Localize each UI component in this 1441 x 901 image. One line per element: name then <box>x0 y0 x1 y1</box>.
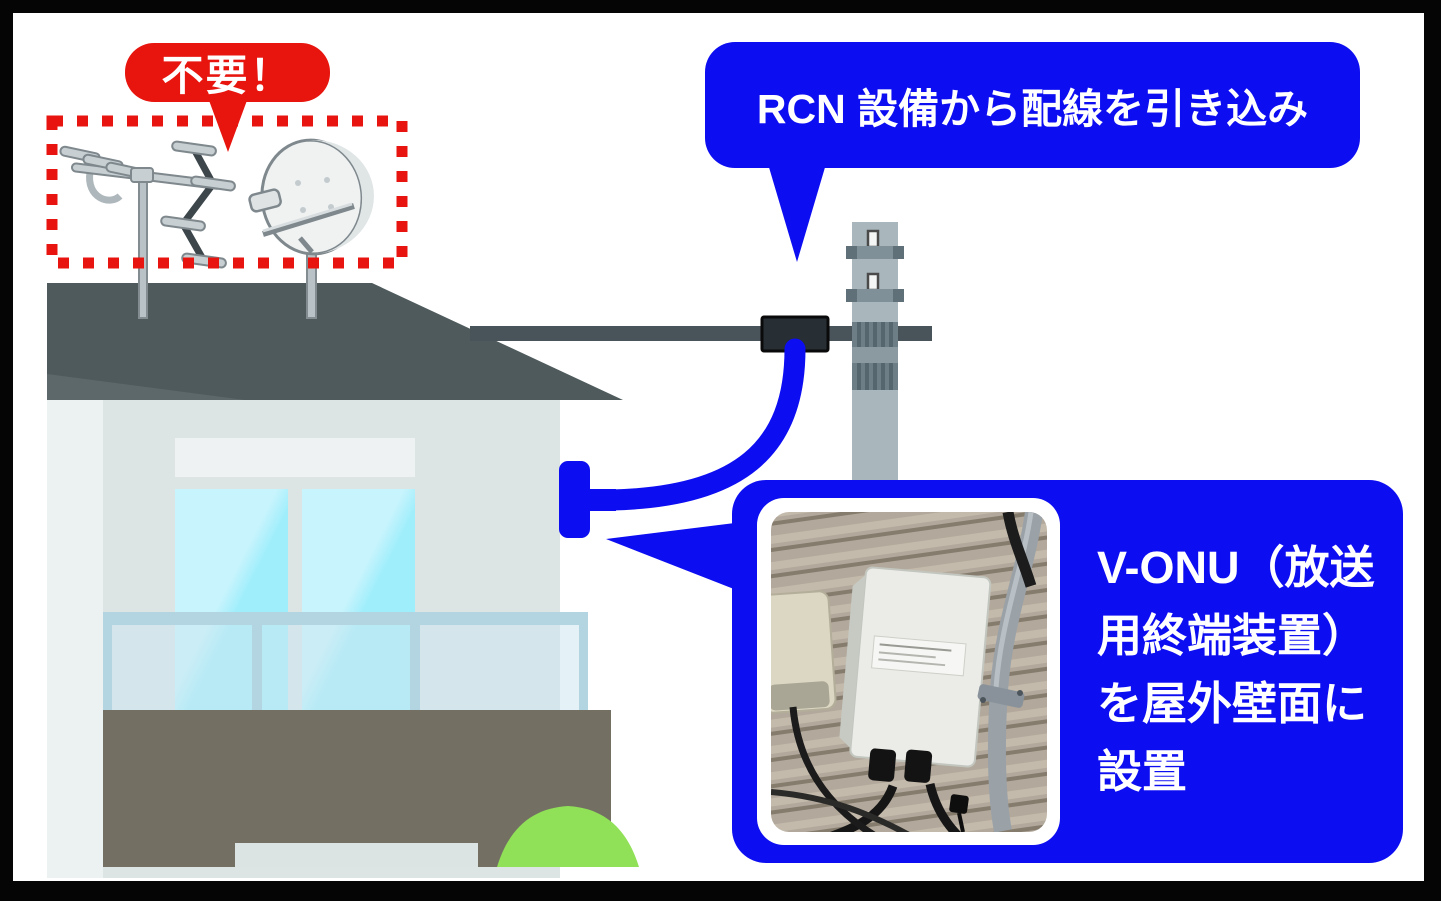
top-callout-label: RCN 設備から配線を引き込み <box>756 86 1309 132</box>
bush-icon <box>497 806 639 867</box>
photo-cable <box>789 706 884 832</box>
not-needed-badge <box>125 43 330 152</box>
top-callout-bubble <box>705 42 1360 262</box>
not-needed-badge-label: 不要！ <box>161 52 294 99</box>
ground-floor-window <box>235 843 478 867</box>
photo-conduit-clamp <box>977 684 1025 708</box>
v-onu-device-icon <box>559 461 616 538</box>
balcony <box>103 612 588 711</box>
photo-cable <box>925 782 973 832</box>
vonu-wall-photo <box>757 498 1060 845</box>
pole-insulator <box>866 272 880 292</box>
satellite-dish-icon <box>248 138 374 256</box>
tv-antenna-icon <box>59 140 236 269</box>
vonu-callout-line-3: を屋外壁面に <box>1097 678 1368 729</box>
vonu-callout-line-2: 用終端装置） <box>1097 610 1368 661</box>
photo-vonu-box <box>839 566 992 783</box>
house-illustration <box>47 400 639 878</box>
roof <box>47 283 623 400</box>
vonu-callout-label: V-ONU（放送 用終端装置） を屋外壁面に 設置 <box>1097 534 1409 806</box>
photo-cover-box <box>771 590 837 714</box>
vonu-callout-line-1: V-ONU（放送 <box>1097 542 1375 593</box>
pole-insulator <box>866 229 880 249</box>
vonu-callout-line-4: 設置 <box>1097 746 1188 797</box>
utility-pole-icon <box>846 222 904 482</box>
antenna-mast <box>138 171 148 319</box>
photo-junction <box>949 794 969 814</box>
shutter-box <box>175 438 415 477</box>
drop-cable-icon <box>601 338 806 511</box>
pole-cable-band <box>852 322 898 390</box>
photo-cable <box>1002 512 1037 588</box>
photo-cable <box>771 789 920 832</box>
house-side-wall <box>47 400 103 878</box>
